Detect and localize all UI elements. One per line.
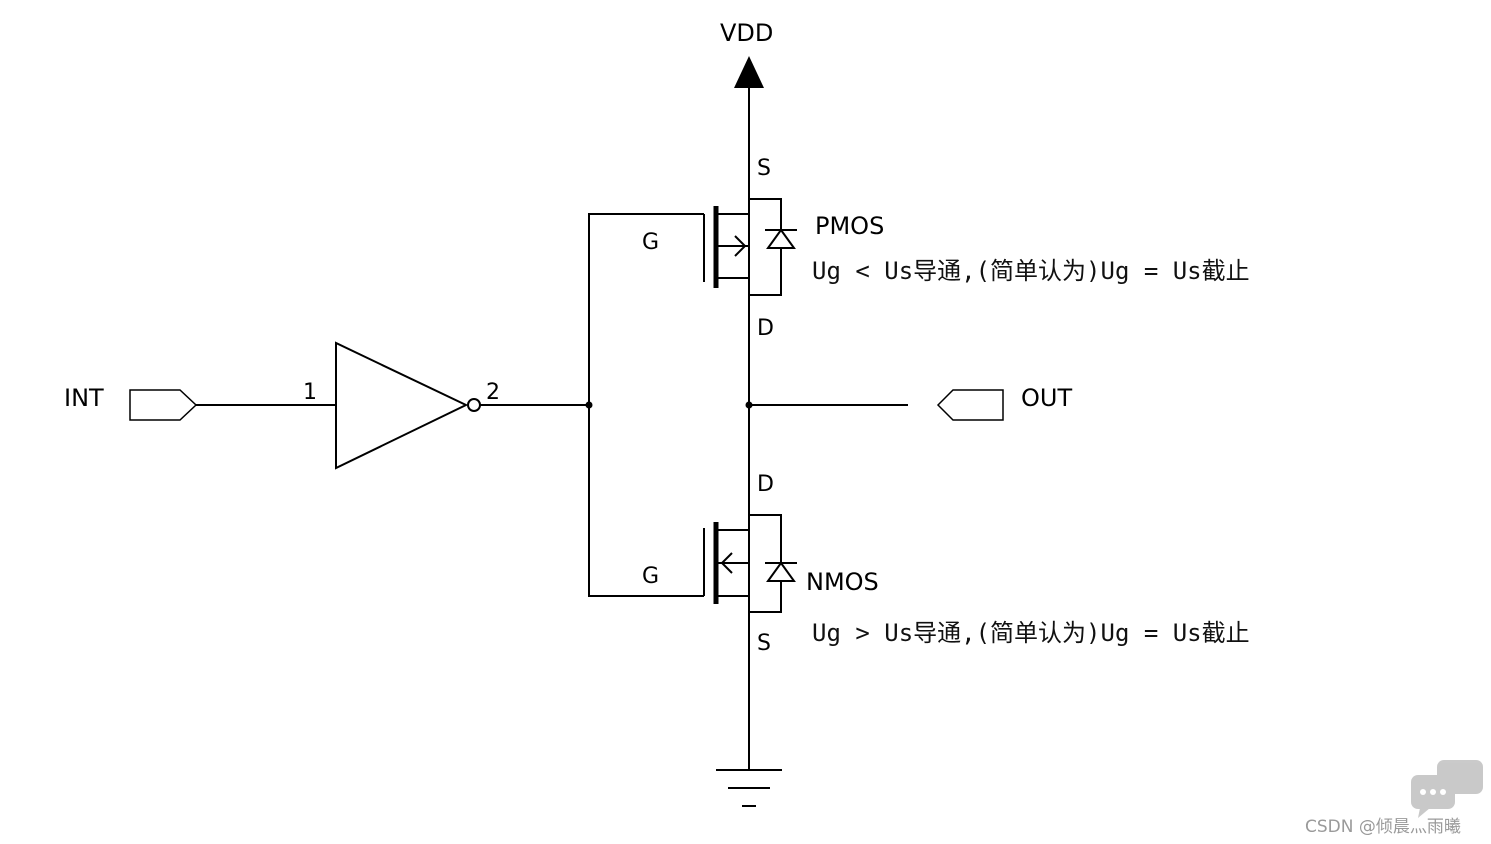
nmos-label: NMOS (806, 568, 879, 596)
nmos-body-arrow (720, 552, 733, 574)
nmos-transistor (703, 514, 797, 613)
vdd-label: VDD (720, 19, 773, 47)
pmos-transistor (703, 198, 797, 296)
input-port (129, 389, 198, 421)
vdd-arrow (734, 56, 764, 88)
inverter-pin-1: 1 (303, 380, 317, 405)
output-label: OUT (1021, 384, 1072, 412)
inverter-triangle (335, 341, 469, 470)
input-label: INT (64, 384, 104, 412)
pmos-gate-label: G (642, 230, 659, 255)
gate-bus-wire (588, 213, 704, 597)
pmos-label: PMOS (815, 212, 884, 240)
inverter-pin-2: 2 (486, 380, 500, 405)
nmos-diode-triangle (766, 561, 796, 582)
inverter-bubble (467, 398, 481, 412)
nmos-gate-label: G (642, 564, 659, 589)
nmos-drain-label: D (757, 472, 774, 497)
pmos-condition-note: Ug < Us导通,(简单认为)Ug = Us截止 (812, 257, 1250, 285)
pmos-body-arrow (734, 235, 747, 257)
pmos-diode-triangle (766, 228, 796, 249)
output-port (936, 389, 1004, 421)
watermark-text: CSDN @倾晨灬雨曦 (1305, 817, 1461, 837)
pmos-drain-label: D (757, 316, 774, 341)
nmos-source-label: S (757, 631, 771, 656)
pmos-source-label: S (757, 156, 771, 181)
nmos-condition-note: Ug > Us导通,(简单认为)Ug = Us截止 (812, 619, 1250, 647)
chat-bubble-icon (1411, 760, 1483, 818)
